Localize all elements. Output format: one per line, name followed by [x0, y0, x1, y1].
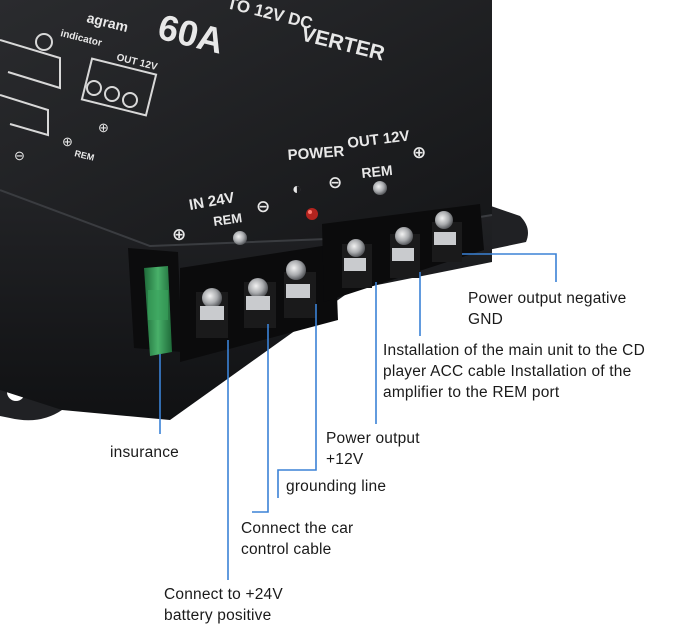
- housing-top: [0, 0, 492, 246]
- mounting-flange-right: [488, 205, 528, 250]
- plus-symbol-out: ⊕: [412, 143, 426, 162]
- power-label: POWER: [287, 143, 345, 164]
- rem-label-out: REM: [361, 162, 394, 181]
- callout-grounding-line: grounding line: [286, 476, 386, 497]
- callout-acc-install: Installation of the main unit to the CD …: [383, 340, 645, 403]
- diagram-rem-label: REM: [74, 148, 96, 163]
- power-symbol: ◐: [292, 181, 302, 198]
- callout-line: control cable: [241, 541, 332, 558]
- callout-line: battery positive: [164, 607, 272, 624]
- minus-symbol-in: ⊖: [256, 197, 270, 216]
- callout-battery-positive: Connect to +24V battery positive: [164, 584, 283, 626]
- diagram-plus-symbol: ⊕: [62, 134, 73, 149]
- plus-symbol-in: ⊕: [172, 225, 186, 244]
- terminal-posts: [196, 211, 462, 338]
- callout-line: +12V: [326, 451, 364, 468]
- callout-line: Power output negative: [468, 290, 627, 307]
- minus-symbol-out: ⊖: [328, 173, 342, 192]
- diagram-symbols: ⊖ ⊕ ⊕: [14, 120, 109, 163]
- rem-label-in: REM: [212, 210, 243, 229]
- callout-line: insurance: [110, 444, 180, 461]
- wiring-diagram: [0, 33, 158, 137]
- callout-line: amplifier to the REM port: [383, 384, 560, 401]
- indicator-led: [306, 208, 318, 220]
- callout-line: Connect to +24V: [164, 586, 283, 603]
- rem-screw-out: [373, 181, 387, 195]
- leader-power-output-negative: [462, 253, 557, 282]
- callout-car-control: Connect the car control cable: [241, 518, 353, 560]
- leader-grounding-line: [277, 304, 317, 498]
- diagram-plus-symbol-out: ⊕: [98, 120, 109, 135]
- leader-lines: [159, 253, 557, 580]
- rem-screw-in: [233, 231, 247, 245]
- diagram-minus-symbol: ⊖: [14, 148, 25, 163]
- callout-line: Installation of the main unit to the CD: [383, 342, 645, 359]
- callout-power-output: Power output +12V: [326, 428, 420, 470]
- callout-line: Connect the car: [241, 520, 354, 537]
- callout-insurance: insurance: [110, 442, 179, 463]
- callout-line: player ACC cable Installation of the: [383, 363, 632, 380]
- callout-line: GND: [468, 311, 504, 328]
- callout-power-output-negative: Power output negative GND: [468, 288, 626, 330]
- leader-car-control: [252, 324, 269, 513]
- callout-line: grounding line: [286, 478, 387, 495]
- callout-line: Power output: [326, 430, 420, 447]
